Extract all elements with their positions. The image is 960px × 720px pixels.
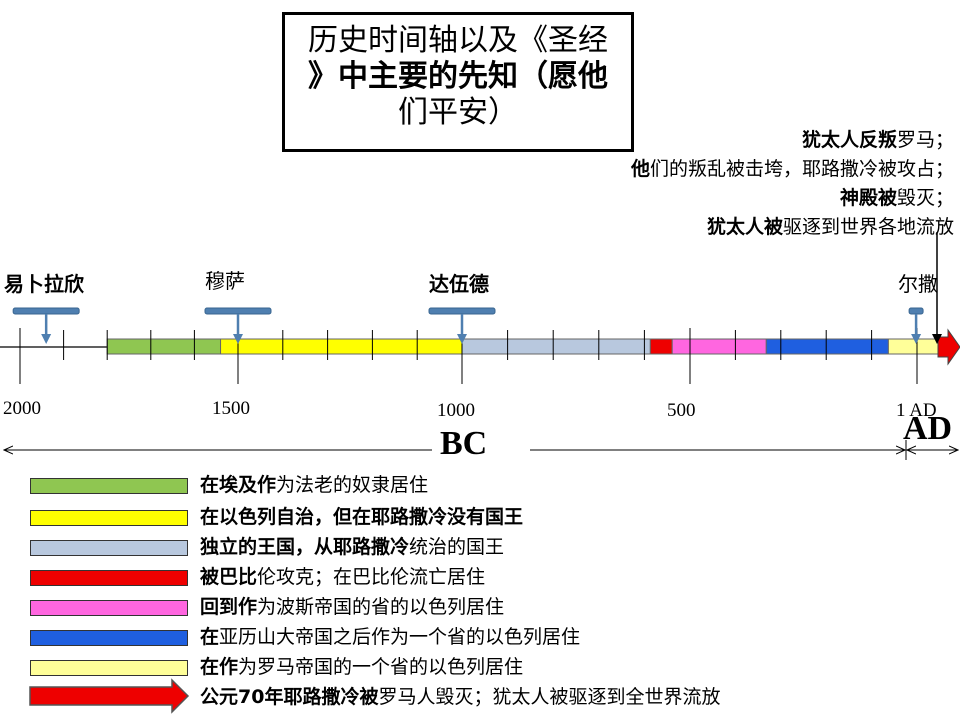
prophet-label-isa: 尔撒 bbox=[898, 272, 938, 296]
legend-swatch bbox=[30, 660, 188, 676]
tick-label-1500: 1500 bbox=[212, 398, 250, 419]
event-line-4: 犹太人被驱逐到世界各地流放 bbox=[706, 216, 954, 238]
period-bar-5 bbox=[765, 338, 889, 355]
title-line-3: 们平安） bbox=[398, 95, 518, 130]
prophet-marker-0 bbox=[12, 307, 80, 344]
event-line-2: 他们的叛乱被击垮，耶路撒冷被攻占； bbox=[630, 158, 954, 180]
period-bar-1 bbox=[220, 338, 463, 355]
event-line-3: 神殿被毁灭； bbox=[839, 187, 954, 209]
prophet-label-ibrahim: 易卜拉欣 bbox=[4, 272, 84, 296]
legend-swatch bbox=[30, 510, 188, 526]
event-line-1: 犹太人反叛罗马； bbox=[801, 129, 954, 151]
prophet-label-dawud: 达伍德 bbox=[429, 272, 489, 296]
legend-swatch bbox=[30, 570, 188, 586]
title-line-2: 》中主要的先知（愿他 bbox=[308, 59, 608, 94]
tick-label-1ad: 1 AD bbox=[896, 400, 937, 421]
event-note: 犹太人反叛罗马； 他们的叛乱被击垮，耶路撒冷被攻占； 神殿被毁灭； 犹太人被驱逐… bbox=[631, 126, 954, 242]
period-bar-2 bbox=[461, 338, 651, 355]
legend-swatch bbox=[30, 478, 188, 494]
prophet-label-musa: 穆萨 bbox=[205, 269, 245, 293]
ad-label: AD bbox=[903, 410, 953, 447]
legend-swatch bbox=[30, 630, 188, 646]
prophet-marker-3 bbox=[908, 307, 924, 344]
timeline-arrow-head bbox=[937, 328, 960, 366]
period-bar-4 bbox=[671, 338, 767, 355]
prophet-marker-2 bbox=[428, 307, 496, 344]
tick-label-1000: 1000 bbox=[437, 400, 475, 421]
event-pointer-head bbox=[932, 334, 942, 344]
period-bar-3 bbox=[649, 338, 673, 355]
bc-label: BC bbox=[440, 425, 488, 462]
legend-swatch bbox=[30, 540, 188, 556]
prophet-marker-1 bbox=[204, 307, 272, 344]
tick-label-2000: 2000 bbox=[3, 398, 41, 419]
title-line-1: 历史时间轴以及《圣经 bbox=[308, 23, 608, 58]
period-bar-0 bbox=[106, 338, 222, 355]
tick-label-500: 500 bbox=[667, 400, 696, 421]
legend-swatch-arrow bbox=[29, 678, 190, 714]
legend-swatch bbox=[30, 600, 188, 616]
period-bar-6 bbox=[887, 338, 941, 355]
title-box: 历史时间轴以及《圣经 》中主要的先知（愿他 们平安） bbox=[282, 12, 634, 152]
